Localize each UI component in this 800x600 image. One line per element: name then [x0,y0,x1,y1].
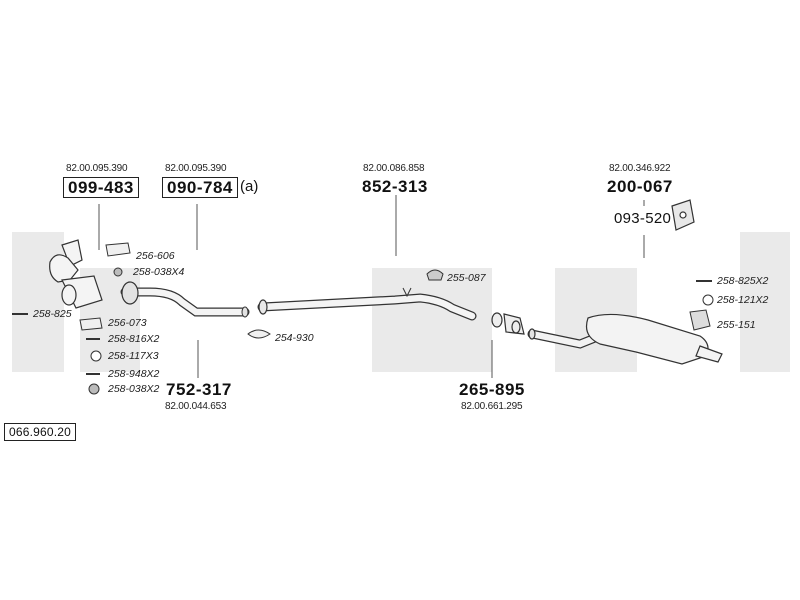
mount-255-087-icon [426,269,444,281]
part-suffix: (a) [240,178,259,195]
hanger-093-520-shape [671,199,695,231]
part-number: 099-483 [63,177,139,198]
part-ref: 82.00.086.858 [363,163,425,174]
small-part-label: 258-121X2 [717,294,769,306]
part-ref: 82.00.095.390 [66,163,128,174]
washer-258-121X2-icon [702,294,714,306]
nut-258-038X4-icon [113,267,123,277]
gasket-256-606-icon [105,242,131,257]
small-part-label: 255-151 [717,319,756,331]
part-number-secondary: 093-520 [614,210,672,227]
part-ref: 82.00.346.922 [609,163,671,174]
washer-258-117X3-icon [90,350,102,362]
part-number: 852-313 [362,177,428,196]
part-ref: 82.00.044.653 [165,401,227,412]
bracket-255-151-icon [689,309,711,331]
watermark-block [740,232,790,372]
small-part-label: 258-038X4 [133,266,185,278]
small-part-label: 256-073 [108,317,147,329]
part-ref: 82.00.661.295 [461,401,523,412]
part-number: 265-895 [459,380,525,399]
small-part-label: 258-038X2 [108,383,160,395]
small-part-label: 258-816X2 [108,333,160,345]
small-part-label: 258-825 [33,308,72,320]
rear-silencer-shape [527,313,723,365]
part-ref: 82.00.095.390 [165,163,227,174]
gasket-256-073-icon [79,317,103,331]
small-part-label: 258-948X2 [108,368,160,380]
small-part-label: 255-087 [447,272,486,284]
small-part-label: 254-930 [275,332,314,344]
small-part-label: 258-117X3 [108,350,159,362]
part-number: 752-317 [166,380,232,399]
small-part-label: 258-825X2 [717,275,769,287]
clamp-254-930-icon [247,329,271,339]
part-number: 090-784 [162,177,238,198]
connector-shape [491,312,525,335]
small-part-label: 256-606 [136,250,175,262]
catalyst-shape [49,239,103,309]
catalog-number: 066.960.20 [4,423,77,441]
nut-258-038X2-icon [88,383,100,395]
part-number: 200-067 [607,177,673,196]
